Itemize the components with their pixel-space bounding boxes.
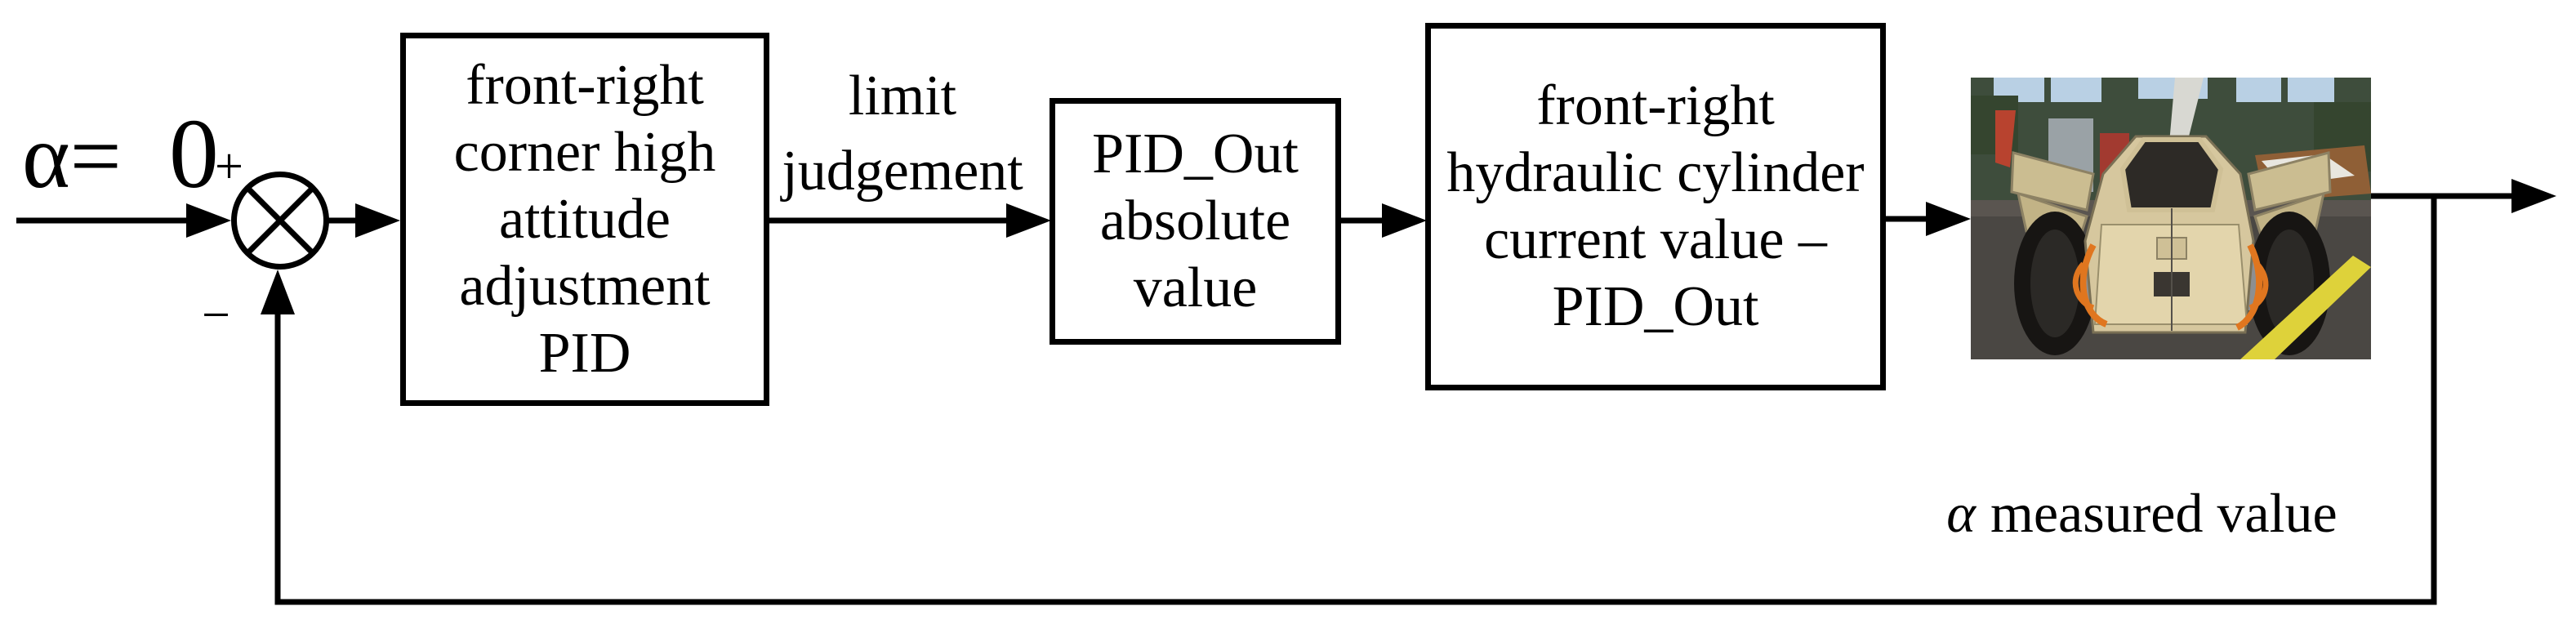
block-line: PID_Out (1092, 123, 1299, 185)
setpoint-label: α= 0 (22, 105, 219, 204)
block-line: absolute (1099, 189, 1291, 252)
feedback-line (261, 196, 2437, 605)
block-line: value (1133, 256, 1258, 319)
arrow-cylinder-to-plant (1886, 202, 1971, 236)
block-line: PID_Out (1552, 275, 1759, 338)
block-line: current value – (1484, 208, 1827, 271)
limit-judgement-line2: judgement (782, 140, 1023, 203)
minus-sign: − (202, 288, 230, 343)
input-arrow (16, 203, 231, 238)
block-attitude-adjustment-pid: front-right corner high attitude adjustm… (400, 33, 769, 406)
feedback-rest: measured value (1990, 482, 2338, 544)
arrow-pid-to-abs (769, 203, 1051, 238)
block-hydraulic-cylinder-current-value: front-right hydraulic cylinder current v… (1425, 23, 1886, 390)
block-line: corner high (453, 120, 716, 184)
block-line: front-right (1536, 74, 1775, 137)
setpoint-alpha-eq: α= (22, 106, 122, 207)
vehicle-photo-illustration (1971, 78, 2371, 359)
plus-sign: + (215, 139, 243, 194)
block-line: adjustment (459, 254, 711, 318)
limit-judgement-label: limit judgement (764, 59, 1041, 209)
arrow-junction-to-pid (327, 203, 400, 238)
setpoint-zero: 0 (168, 99, 219, 209)
block-line: PID (538, 321, 631, 385)
block-line: front-right (466, 53, 704, 117)
feedback-measured-value-label: α measured value (1903, 485, 2381, 541)
block-line: hydraulic cylinder (1446, 141, 1865, 204)
arrow-abs-to-cylinder (1341, 203, 1427, 238)
block-line: attitude (499, 187, 671, 251)
limit-judgement-line1: limit (848, 65, 957, 127)
output-arrow (2371, 179, 2556, 213)
plant-vehicle-photo (1971, 78, 2371, 359)
feedback-alpha: α (1946, 482, 1976, 544)
block-pid-out-absolute-value: PID_Out absolute value (1050, 98, 1341, 345)
summing-junction (231, 172, 329, 270)
